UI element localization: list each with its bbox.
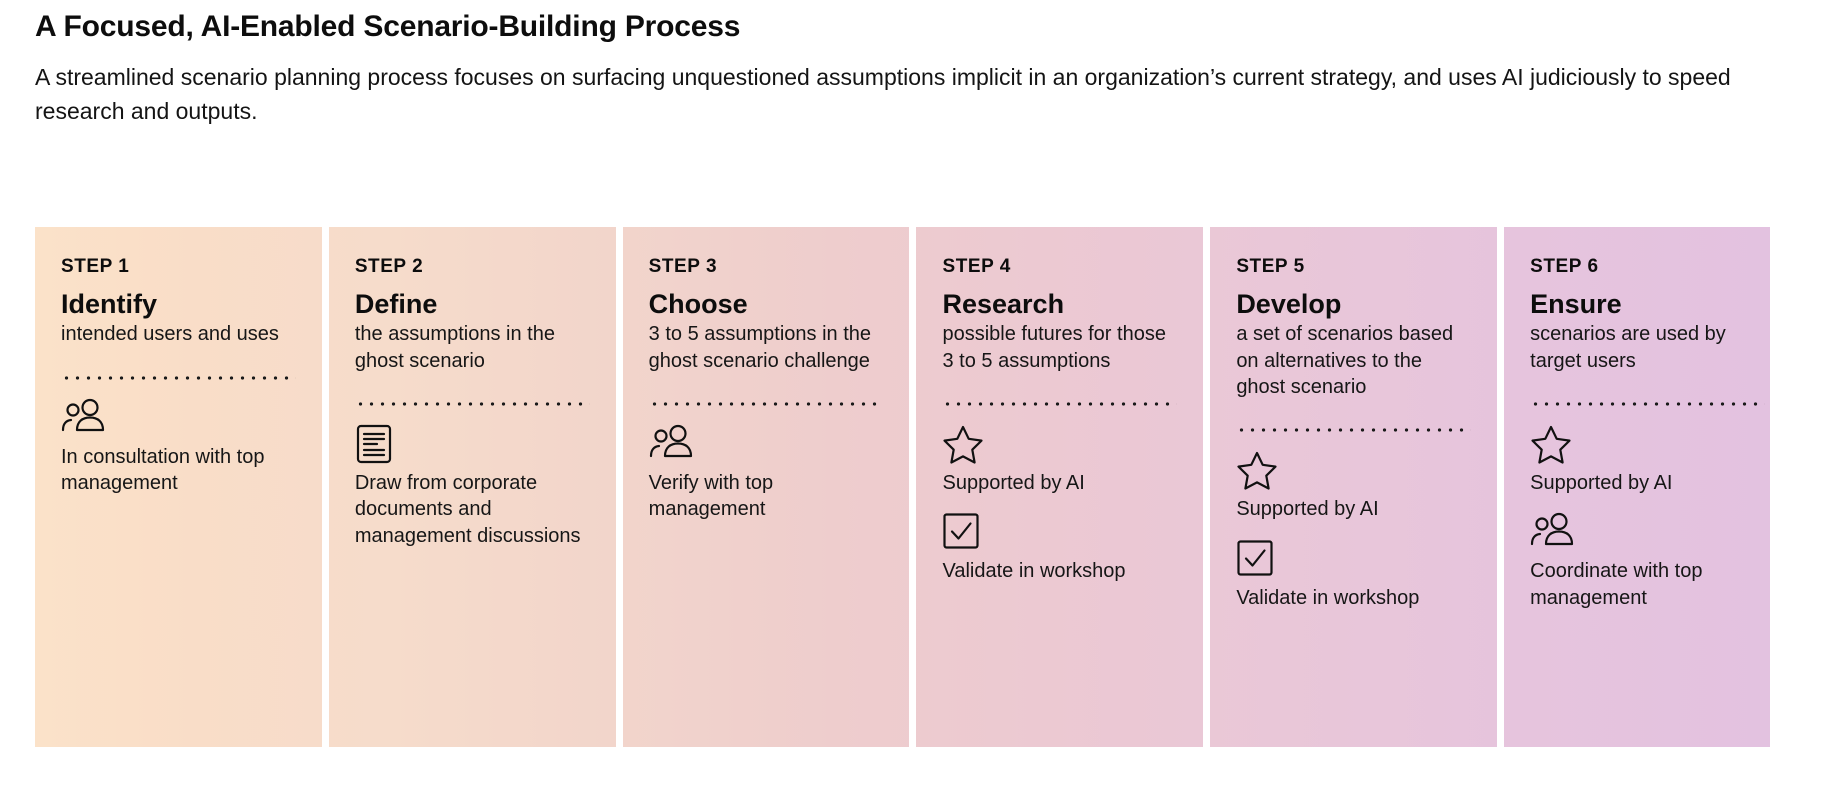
step-action-label: Supported by AI <box>942 471 1085 494</box>
dotted-divider <box>1236 428 1472 433</box>
header: A Focused, AI-Enabled Scenario-Building … <box>35 8 1805 129</box>
step-title: Research <box>942 288 1065 319</box>
step-action: Supported by AI <box>1530 424 1765 496</box>
step-title: Identify <box>61 288 158 319</box>
step-label: STEP 6 <box>1530 256 1599 277</box>
step-label: STEP 3 <box>648 256 718 277</box>
step-action: In consultation with top management <box>61 398 296 497</box>
step-action: Supported by AI <box>942 424 1177 496</box>
step-title: Develop <box>1236 288 1342 319</box>
page-title: A Focused, AI-Enabled Scenario-Building … <box>35 10 741 43</box>
step-label: STEP 4 <box>942 256 1011 277</box>
card-gradient-background <box>1210 227 1498 747</box>
step-card-content: STEP 6 Ensure scenarios are used by target… <box>1530 256 1765 729</box>
step-action: Validate in workshop <box>942 512 1177 584</box>
step-action-label: Validate in workshop <box>942 560 1126 583</box>
star-icon <box>942 424 1177 464</box>
card-gradient-background <box>35 227 322 747</box>
step-description: intended users and uses <box>61 323 279 346</box>
document-icon <box>355 424 590 464</box>
checkbox-icon <box>942 512 1177 552</box>
step-card-content: STEP 4 Research possible futures for those… <box>942 256 1178 729</box>
step-action: Draw from corporate documents and manage… <box>355 424 590 549</box>
card-gradient-background <box>916 227 1204 747</box>
card-gradient-background <box>622 227 910 747</box>
step-description: a set of scenarios based on alternatives… <box>1236 323 1454 398</box>
step-card-content: STEP 5 Develop a set of scenarios based on… <box>1236 256 1472 729</box>
star-icon <box>1236 450 1471 490</box>
checkbox-icon <box>1236 539 1471 579</box>
step-action-label: Validate in workshop <box>1236 586 1420 609</box>
step-action: Coordinate with top management <box>1530 512 1765 611</box>
step-description: the assumptions in the ghost scenario <box>354 323 555 372</box>
star-icon <box>1530 424 1765 464</box>
page-subtitle: A streamlined scenario planning process … <box>35 63 1731 125</box>
step-action-label: Draw from corporate documents and manage… <box>354 471 581 547</box>
steps-container: STEP 1 Identify intended users and uses In … <box>35 227 1791 747</box>
dotted-divider <box>942 401 1178 406</box>
step-card-1: STEP 1 Identify intended users and uses In … <box>35 227 322 747</box>
dotted-divider <box>354 401 590 406</box>
step-description: 3 to 5 assumptions in the ghost scenario… <box>648 323 872 372</box>
step-description: possible futures for those 3 to 5 assump… <box>942 323 1166 372</box>
step-action: Verify with top management <box>649 424 884 523</box>
step-card-4: STEP 4 Research possible futures for those… <box>916 227 1204 747</box>
step-card-content: STEP 1 Identify intended users and uses In … <box>61 256 296 729</box>
step-card-5: STEP 5 Develop a set of scenarios based on… <box>1210 227 1498 747</box>
step-action: Validate in workshop <box>1236 539 1471 611</box>
step-action-label: Supported by AI <box>1530 471 1673 494</box>
step-action: Supported by AI <box>1236 450 1471 522</box>
step-card-content: STEP 2 Define the assumptions in the ghost… <box>354 256 590 729</box>
step-card-3: STEP 3 Choose 3 to 5 assumptions in the gh… <box>622 227 910 747</box>
dotted-divider <box>648 401 884 406</box>
people-icon <box>1530 512 1765 552</box>
people-icon <box>649 424 884 464</box>
step-action-label: Coordinate with top management <box>1530 560 1703 609</box>
step-title: Ensure <box>1530 288 1622 319</box>
step-action-label: Verify with top management <box>648 471 774 521</box>
step-label: STEP 5 <box>1236 256 1305 277</box>
step-label: STEP 2 <box>354 256 424 277</box>
people-icon <box>61 398 296 438</box>
card-gradient-background <box>328 227 616 747</box>
card-gradient-background <box>1504 227 1771 747</box>
step-description: scenarios are used by target users <box>1530 323 1726 372</box>
step-card-content: STEP 3 Choose 3 to 5 assumptions in the gh… <box>648 256 884 729</box>
step-label: STEP 1 <box>61 256 130 277</box>
step-action-label: Supported by AI <box>1236 498 1379 521</box>
step-card-2: STEP 2 Define the assumptions in the ghost… <box>328 227 616 747</box>
step-card-6: STEP 6 Ensure scenarios are used by target… <box>1504 227 1791 747</box>
step-action-label: In consultation with top management <box>61 445 265 494</box>
step-title: Choose <box>648 288 748 319</box>
dotted-divider <box>61 375 296 380</box>
step-title: Define <box>354 288 438 319</box>
dotted-divider <box>1530 401 1765 406</box>
